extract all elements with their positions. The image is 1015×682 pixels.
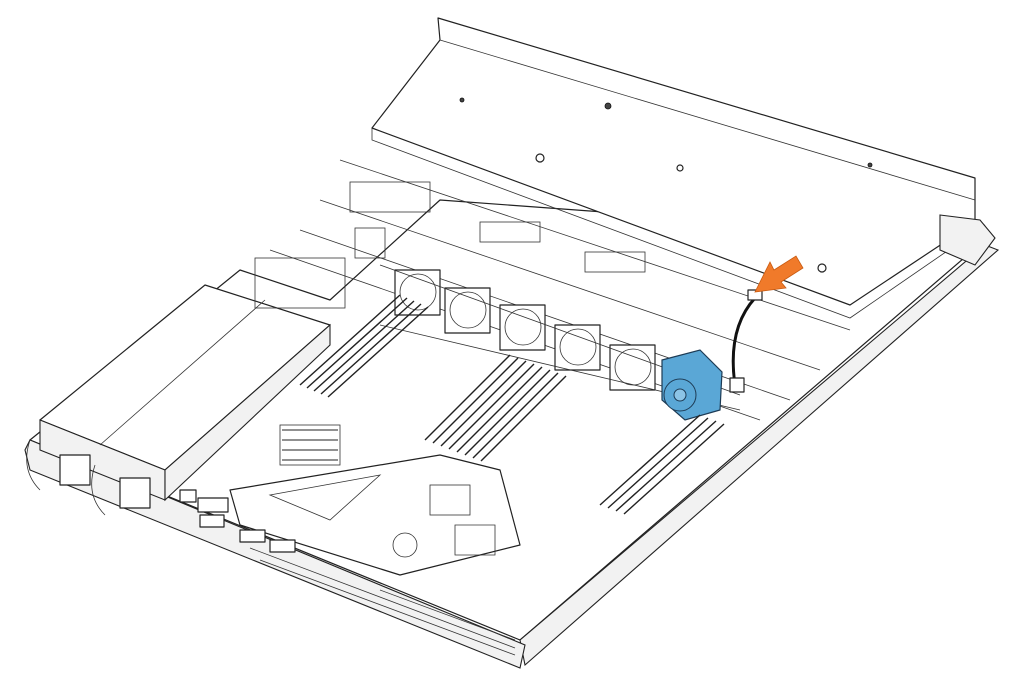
power-supplies xyxy=(26,284,331,516)
highlighted-fan xyxy=(661,349,723,421)
motherboard-components xyxy=(254,227,386,466)
chassis-right-wall xyxy=(519,244,1000,667)
dimm-slots xyxy=(299,294,725,515)
rear-io-ports xyxy=(179,489,296,553)
front-vents xyxy=(249,547,516,656)
callout-arrow-icon xyxy=(754,255,804,293)
fan-cable xyxy=(731,296,757,386)
riser-bracket xyxy=(229,454,521,576)
